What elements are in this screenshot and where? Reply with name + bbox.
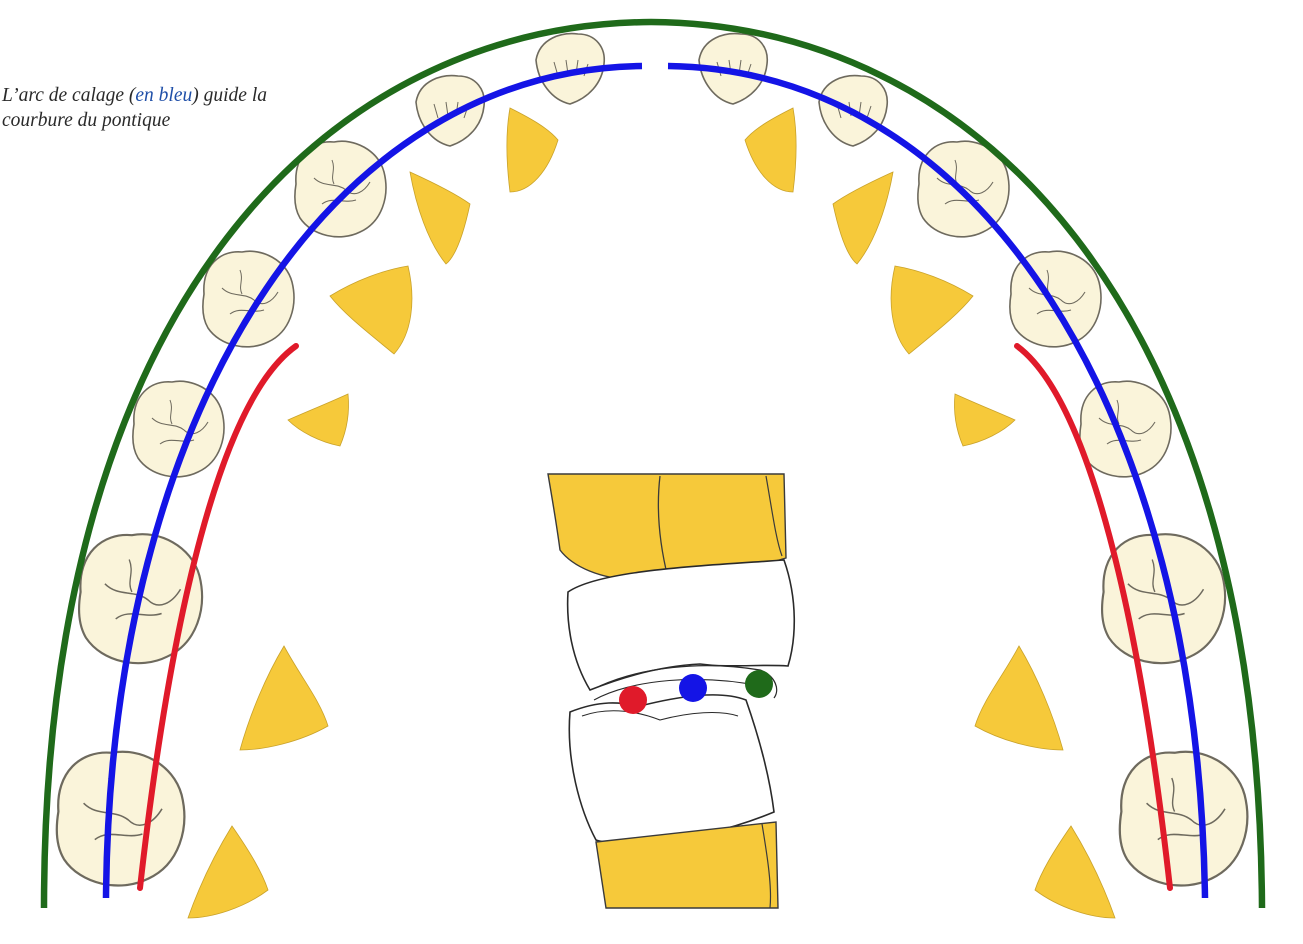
green-contact-point <box>745 670 773 698</box>
tooth-canine-left <box>295 141 386 237</box>
tooth-premolar-2-right <box>1080 381 1171 477</box>
tooth-molar-1-right <box>1102 534 1225 663</box>
blue-contact-point <box>679 674 707 702</box>
red-contact-point <box>619 686 647 714</box>
tooth-molar-2-right <box>1120 752 1248 886</box>
tooth-lateral-incisor-left <box>416 76 484 146</box>
tooth-molar-2-left <box>57 752 185 886</box>
